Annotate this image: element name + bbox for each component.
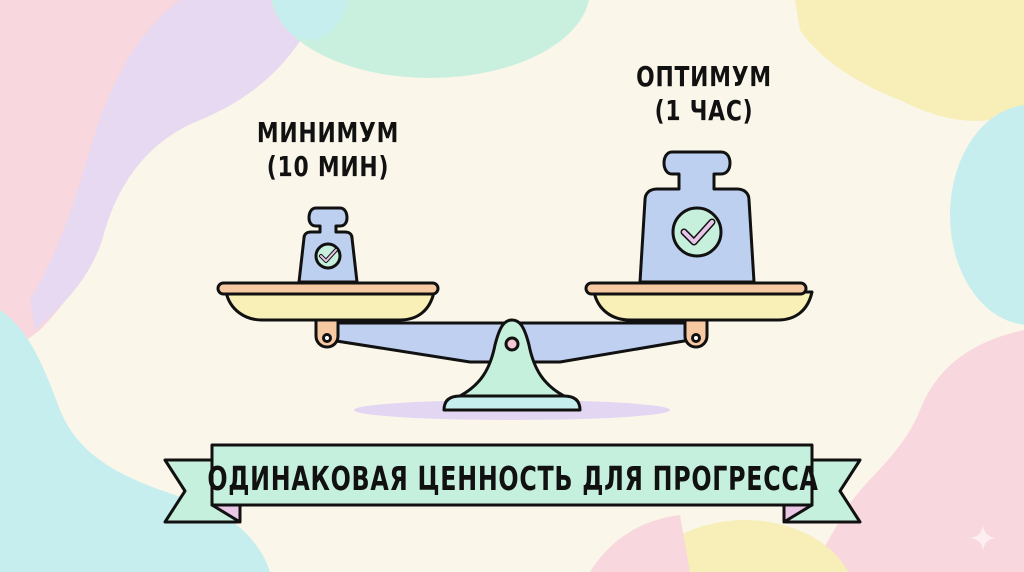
large-check-circle: [671, 206, 723, 258]
right-pan: [584, 281, 814, 322]
banner-main: [210, 443, 814, 507]
minimum-label: МИНИМУМ (10 МИН): [250, 116, 406, 184]
large-weight-icon: [638, 150, 756, 284]
banner-text: ОДИНАКОВАЯ ЦЕННОСТЬ ДЛЯ ПРОГРЕССА: [207, 458, 819, 498]
banner-ribbon: [163, 443, 862, 524]
blob-yellow-top-right: [795, 0, 1024, 121]
scale-fulcrum: [458, 318, 566, 398]
sparkle-icon: [970, 525, 996, 551]
optimum-label-duration: (1 ЧАС): [654, 94, 754, 127]
right-hanger: [683, 316, 709, 349]
left-pan: [216, 281, 440, 322]
blob-pink-bottom: [590, 515, 690, 572]
optimum-label-title: ОПТИМУМ: [636, 60, 772, 93]
blob-cyan-right: [950, 105, 1024, 325]
scale-base: [442, 394, 582, 412]
left-hanger: [314, 316, 340, 349]
blob-mint-top: [271, 0, 589, 78]
large-check-mark: [682, 220, 714, 244]
small-weight-icon: [297, 206, 359, 284]
minimum-label-duration: (10 МИН): [266, 150, 390, 183]
optimum-label: ОПТИМУМ (1 ЧАС): [618, 60, 790, 128]
fulcrum-pin: [504, 336, 520, 352]
blob-cyan-top: [272, 0, 348, 40]
blob-pink-right: [810, 330, 1024, 572]
blob-lavender: [30, 0, 320, 330]
blob-yellow-bottom: [641, 520, 849, 572]
minimum-label-title: МИНИМУМ: [256, 116, 400, 149]
